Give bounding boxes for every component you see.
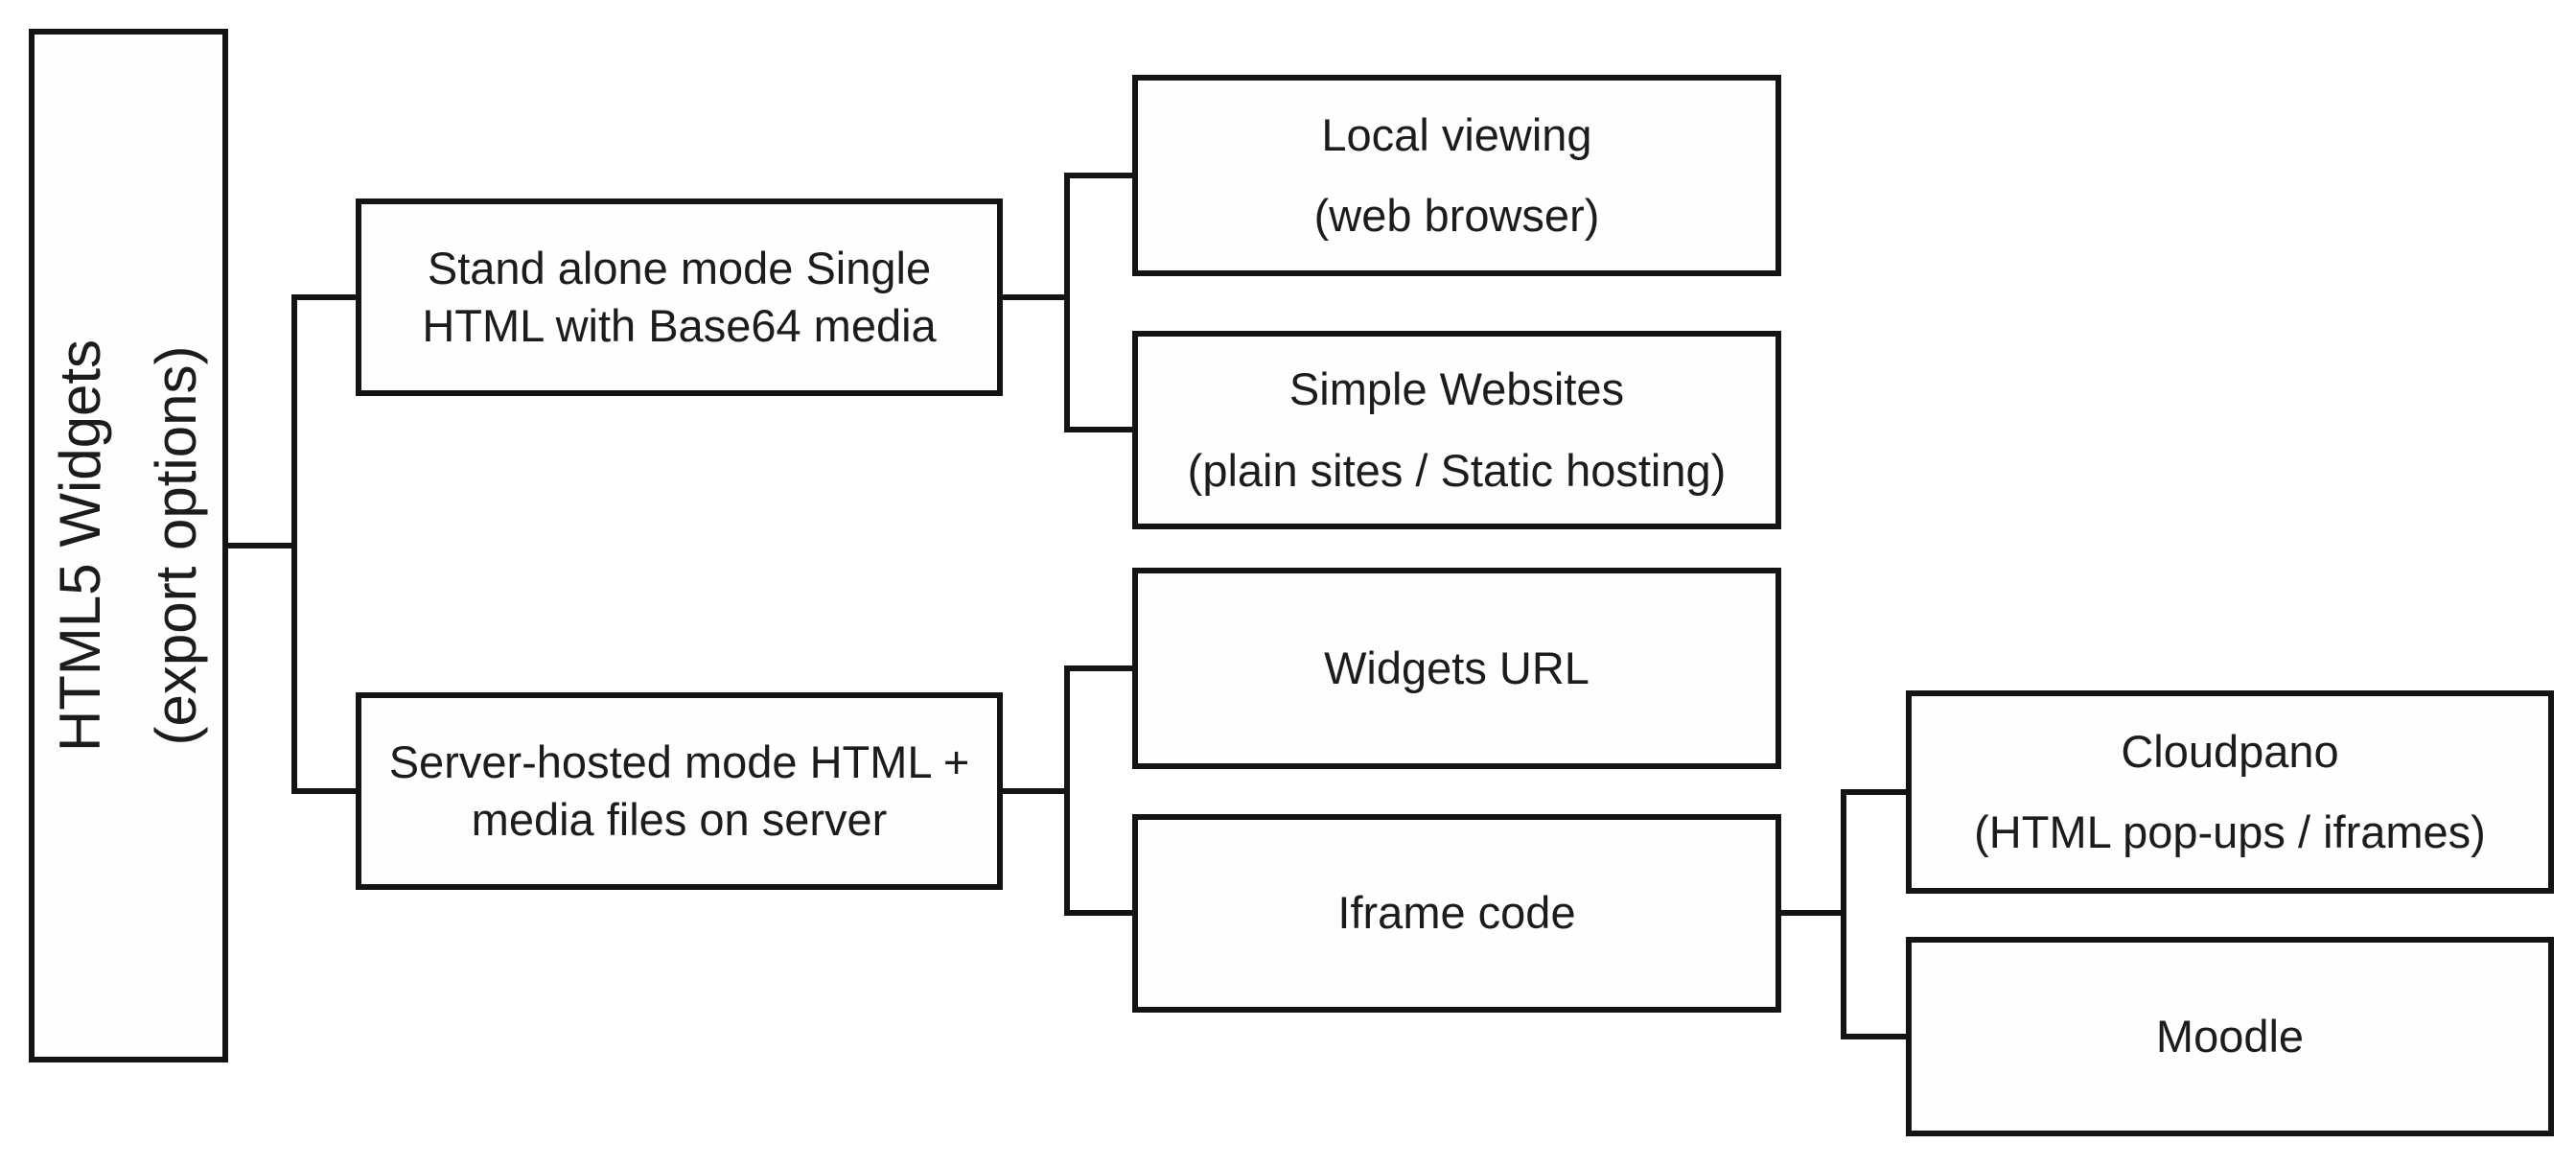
connector-root-stem — [226, 543, 293, 548]
iframe-code-label: Iframe code — [1337, 887, 1576, 939]
connector-server-to-widgetsurl — [1068, 665, 1132, 671]
connector-server-trunk — [1064, 665, 1070, 916]
connector-server-stem — [1003, 788, 1066, 794]
connector-root-to-server — [295, 788, 356, 794]
connector-root-trunk — [291, 294, 297, 794]
connector-iframe-to-cloudpano — [1845, 789, 1906, 795]
standalone-label-line1: Stand alone mode Single — [427, 242, 932, 293]
simple-label-line1: Simple Websites — [1288, 363, 1625, 415]
node-server-hosted-mode: Server-hosted mode HTML + media files on… — [356, 692, 1003, 890]
simple-label-line2: (plain sites / Static hosting) — [1187, 444, 1727, 496]
moodle-label: Moodle — [2155, 1010, 2305, 1062]
cloudpano-label-line2: (HTML pop-ups / iframes) — [1974, 806, 2486, 857]
connector-standalone-trunk — [1064, 173, 1070, 432]
connector-iframe-stem — [1781, 910, 1843, 916]
node-cloudpano: Cloudpano (HTML pop-ups / iframes) — [1906, 690, 2554, 894]
cloudpano-label-line1: Cloudpano — [2121, 725, 2339, 777]
root-label-line2: (export options) — [144, 345, 208, 746]
node-moodle: Moodle — [1906, 937, 2554, 1136]
node-local-viewing: Local viewing (web browser) — [1132, 75, 1781, 276]
widgets-url-label: Widgets URL — [1324, 642, 1590, 693]
node-html5-widgets-label: HTML5 Widgets (export options) — [46, 339, 211, 752]
node-simple-websites: Simple Websites (plain sites / Static ho… — [1132, 331, 1781, 529]
connector-standalone-to-simple — [1068, 427, 1132, 432]
connector-iframe-to-moodle — [1845, 1034, 1906, 1039]
standalone-label-line2: HTML with Base64 media — [422, 300, 937, 351]
connector-iframe-trunk — [1841, 789, 1846, 1039]
connector-root-to-standalone — [295, 294, 356, 300]
node-widgets-url: Widgets URL — [1132, 568, 1781, 769]
server-label-line2: media files on server — [471, 794, 888, 845]
local-label-line2: (web browser) — [1313, 190, 1600, 241]
node-html5-widgets: HTML5 Widgets (export options) — [29, 29, 228, 1062]
connector-server-to-iframe — [1068, 910, 1132, 916]
connector-standalone-stem — [1003, 294, 1066, 300]
node-standalone-mode: Stand alone mode Single HTML with Base64… — [356, 198, 1003, 396]
node-iframe-code: Iframe code — [1132, 814, 1781, 1013]
local-label-line1: Local viewing — [1321, 108, 1592, 160]
server-label-line1: Server-hosted mode HTML + — [388, 735, 970, 787]
connector-standalone-to-local — [1068, 173, 1132, 178]
root-label-line1: HTML5 Widgets — [48, 338, 112, 753]
